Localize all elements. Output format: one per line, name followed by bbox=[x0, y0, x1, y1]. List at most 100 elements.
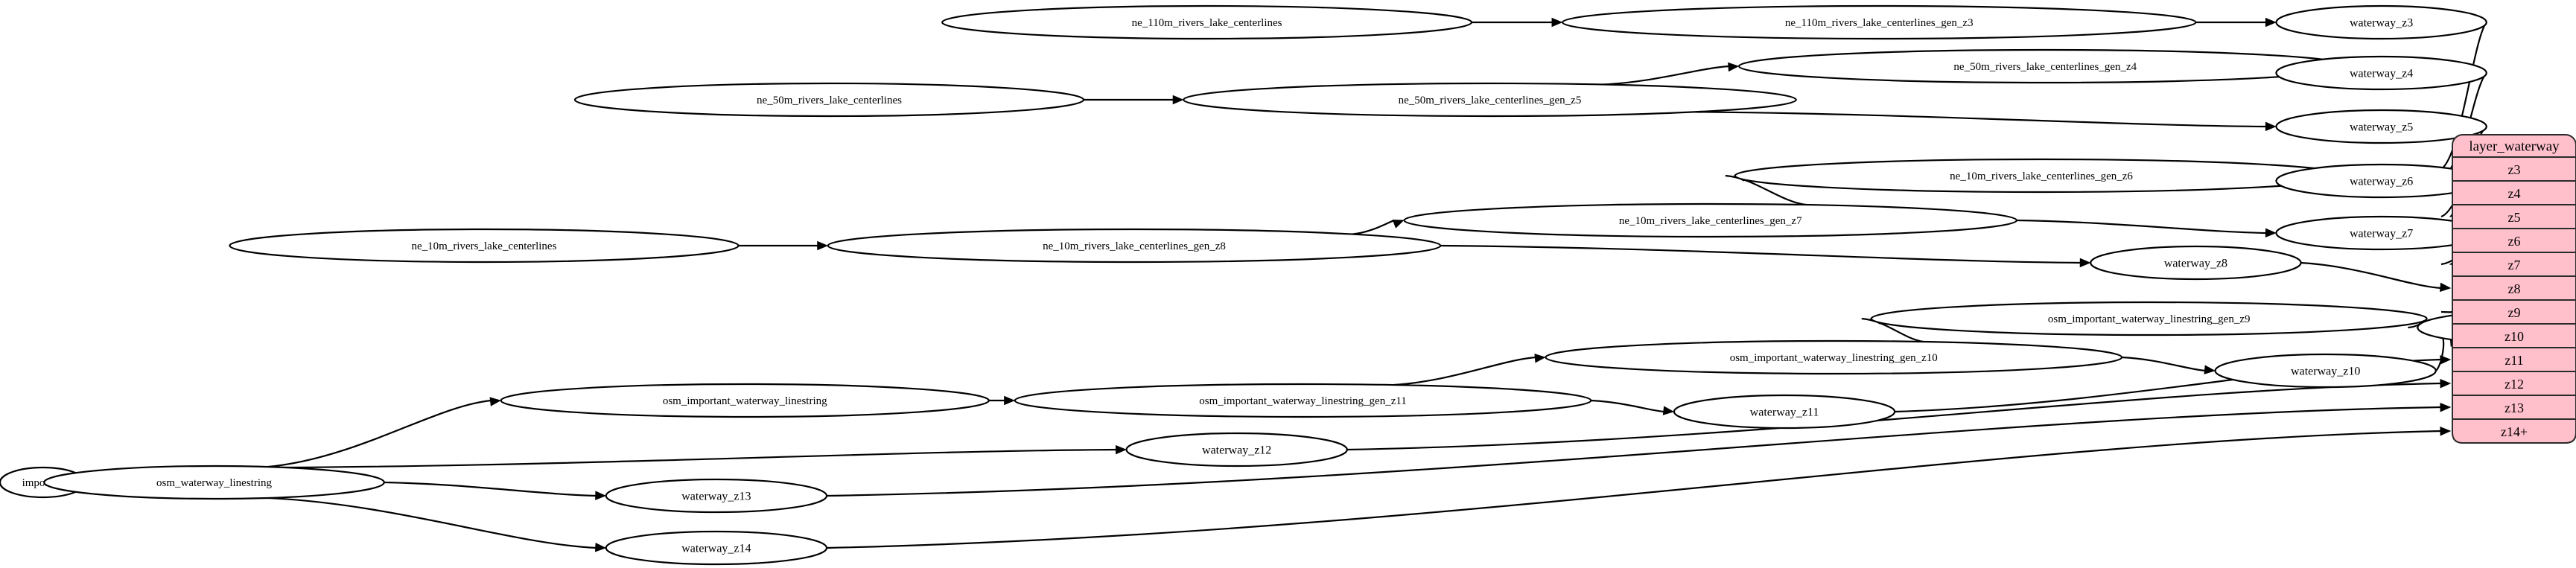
graph-node[interactable]: waterway_z3 bbox=[2275, 4, 2487, 40]
graph-node[interactable]: osm_important_waterway_linestring bbox=[500, 383, 990, 418]
node-ellipse bbox=[605, 478, 828, 514]
graph-node[interactable]: ne_110m_rivers_lake_centerlines_gen_z3 bbox=[1561, 4, 2197, 40]
graph-edge bbox=[1694, 111, 2267, 128]
graph-edge bbox=[826, 430, 2442, 549]
edges-layer bbox=[34, 17, 2576, 552]
node-label: waterway_z3 bbox=[2350, 17, 2413, 30]
edge-arrowhead bbox=[2440, 402, 2452, 412]
graph-node[interactable]: osm_waterway_linestring bbox=[43, 465, 385, 500]
node-label: waterway_z10 bbox=[2291, 366, 2360, 378]
node-label: ne_10m_rivers_lake_centerlines bbox=[412, 240, 557, 252]
layer-table-row-label: z13 bbox=[2505, 401, 2524, 415]
node-label: osm_important_waterway_linestring_gen_z1… bbox=[1730, 352, 1938, 364]
edge-arrowhead bbox=[1534, 353, 1546, 363]
edge-arrowhead bbox=[2440, 427, 2452, 436]
edge-arrowhead bbox=[2204, 365, 2216, 374]
node-label: osm_important_waterway_linestring bbox=[663, 395, 827, 407]
graph-node[interactable]: osm_important_waterway_linestring_gen_z9 bbox=[1870, 301, 2428, 336]
graph-edge bbox=[2300, 261, 2442, 290]
node-label: waterway_z4 bbox=[2350, 68, 2413, 80]
edge-arrowhead bbox=[2265, 17, 2277, 28]
edge-arrowhead bbox=[2265, 121, 2277, 132]
node-ellipse bbox=[229, 228, 740, 264]
graph-edge bbox=[1393, 356, 1536, 386]
layer-table-row[interactable] bbox=[2452, 252, 2576, 277]
edge-arrowhead bbox=[1172, 95, 1184, 105]
layer-table-row[interactable] bbox=[2452, 228, 2576, 253]
edge-arrowhead bbox=[1728, 62, 1740, 72]
graph-node[interactable]: waterway_z5 bbox=[2275, 109, 2487, 144]
graph-edge bbox=[2440, 22, 2487, 170]
node-label: ne_50m_rivers_lake_centerlines bbox=[757, 95, 902, 106]
graph-edge bbox=[267, 497, 597, 549]
layer-table-row[interactable] bbox=[2452, 371, 2576, 396]
edge-arrowhead bbox=[2079, 258, 2091, 268]
graph-edge bbox=[1725, 174, 1807, 206]
node-ellipse bbox=[941, 4, 1473, 40]
graph-edge bbox=[2122, 356, 2206, 372]
node-ellipse bbox=[500, 383, 990, 418]
graph-node[interactable]: waterway_z14 bbox=[605, 530, 828, 566]
edge-arrowhead bbox=[2440, 355, 2452, 365]
edge-arrowhead bbox=[2440, 379, 2452, 389]
graph-node[interactable]: waterway_z10 bbox=[2214, 353, 2437, 389]
graph-edge bbox=[1591, 399, 1664, 413]
node-label: ne_10m_rivers_lake_centerlines_gen_z7 bbox=[1619, 215, 1802, 227]
graph-edge bbox=[384, 481, 597, 497]
node-ellipse bbox=[1673, 394, 1896, 430]
graph-node[interactable]: waterway_z4 bbox=[2275, 55, 2487, 91]
node-ellipse bbox=[827, 228, 1442, 264]
graph-node[interactable]: ne_50m_rivers_lake_centerlines_gen_z4 bbox=[1737, 48, 2353, 84]
graph-node[interactable]: waterway_z11 bbox=[1673, 394, 1896, 430]
node-ellipse bbox=[1561, 4, 2197, 40]
graph-edge bbox=[1346, 382, 2442, 451]
graph-node[interactable]: osm_important_waterway_linestring_gen_z1… bbox=[1545, 339, 2123, 375]
edge-arrowhead bbox=[817, 240, 829, 251]
graph-edge bbox=[1352, 219, 1395, 235]
graph-edge bbox=[2016, 219, 2267, 234]
layer-table-row[interactable] bbox=[2452, 156, 2576, 182]
graph-node[interactable]: waterway_z13 bbox=[605, 478, 828, 514]
node-label: osm_important_waterway_linestring_gen_z1… bbox=[1199, 395, 1407, 407]
graph-node[interactable]: ne_110m_rivers_lake_centerlines bbox=[941, 4, 1473, 40]
layer-table-row[interactable] bbox=[2452, 204, 2576, 229]
graph-node[interactable]: osm_important_waterway_linestring_gen_z1… bbox=[1014, 383, 1592, 418]
graph-edge bbox=[2435, 335, 2445, 371]
edge-arrowhead bbox=[1116, 444, 1127, 455]
node-label: ne_10m_rivers_lake_centerlines_gen_z8 bbox=[1043, 240, 1226, 252]
graph-edge bbox=[267, 399, 492, 468]
edge-arrowhead bbox=[489, 397, 501, 406]
graph-edge bbox=[1861, 317, 1924, 343]
node-label: waterway_z6 bbox=[2350, 176, 2413, 188]
node-label: ne_10m_rivers_lake_centerlines_gen_z6 bbox=[1950, 170, 2133, 182]
node-ellipse bbox=[1125, 432, 1348, 468]
node-label: ne_110m_rivers_lake_centerlines bbox=[1132, 17, 1282, 29]
node-ellipse bbox=[2275, 55, 2487, 91]
node-label: waterway_z7 bbox=[2350, 228, 2413, 240]
edge-arrowhead bbox=[2440, 282, 2452, 293]
layer-table-row-label: z7 bbox=[2508, 258, 2521, 272]
node-label: osm_waterway_linestring bbox=[156, 477, 272, 489]
layer-table-row-label: z5 bbox=[2508, 210, 2521, 225]
layer-table-row-label: z6 bbox=[2508, 234, 2521, 249]
graph-node[interactable]: waterway_z8 bbox=[2090, 245, 2302, 281]
node-ellipse bbox=[605, 530, 828, 566]
node-ellipse bbox=[1545, 339, 2123, 375]
graph-node[interactable]: ne_10m_rivers_lake_centerlines_gen_z8 bbox=[827, 228, 1442, 264]
edge-arrowhead bbox=[594, 543, 607, 552]
graph-node[interactable]: ne_10m_rivers_lake_centerlines_gen_z6 bbox=[1734, 158, 2349, 194]
graph-node[interactable]: ne_50m_rivers_lake_centerlines_gen_z5 bbox=[1183, 82, 1797, 118]
graph-node[interactable]: ne_10m_rivers_lake_centerlines_gen_z7 bbox=[1403, 202, 2018, 238]
graph-node[interactable]: ne_50m_rivers_lake_centerlines bbox=[573, 82, 1085, 118]
node-label: waterway_z14 bbox=[681, 543, 751, 555]
graph-node[interactable]: ne_10m_rivers_lake_centerlines bbox=[229, 228, 740, 264]
node-label: ne_110m_rivers_lake_centerlines_gen_z3 bbox=[1785, 17, 1974, 29]
graph-node[interactable]: waterway_z12 bbox=[1125, 432, 1348, 468]
layer-table-row-label: z3 bbox=[2508, 162, 2521, 177]
edge-arrowhead bbox=[595, 491, 607, 500]
layer-table-row-label: z14+ bbox=[2501, 424, 2528, 439]
node-ellipse bbox=[2090, 245, 2302, 281]
